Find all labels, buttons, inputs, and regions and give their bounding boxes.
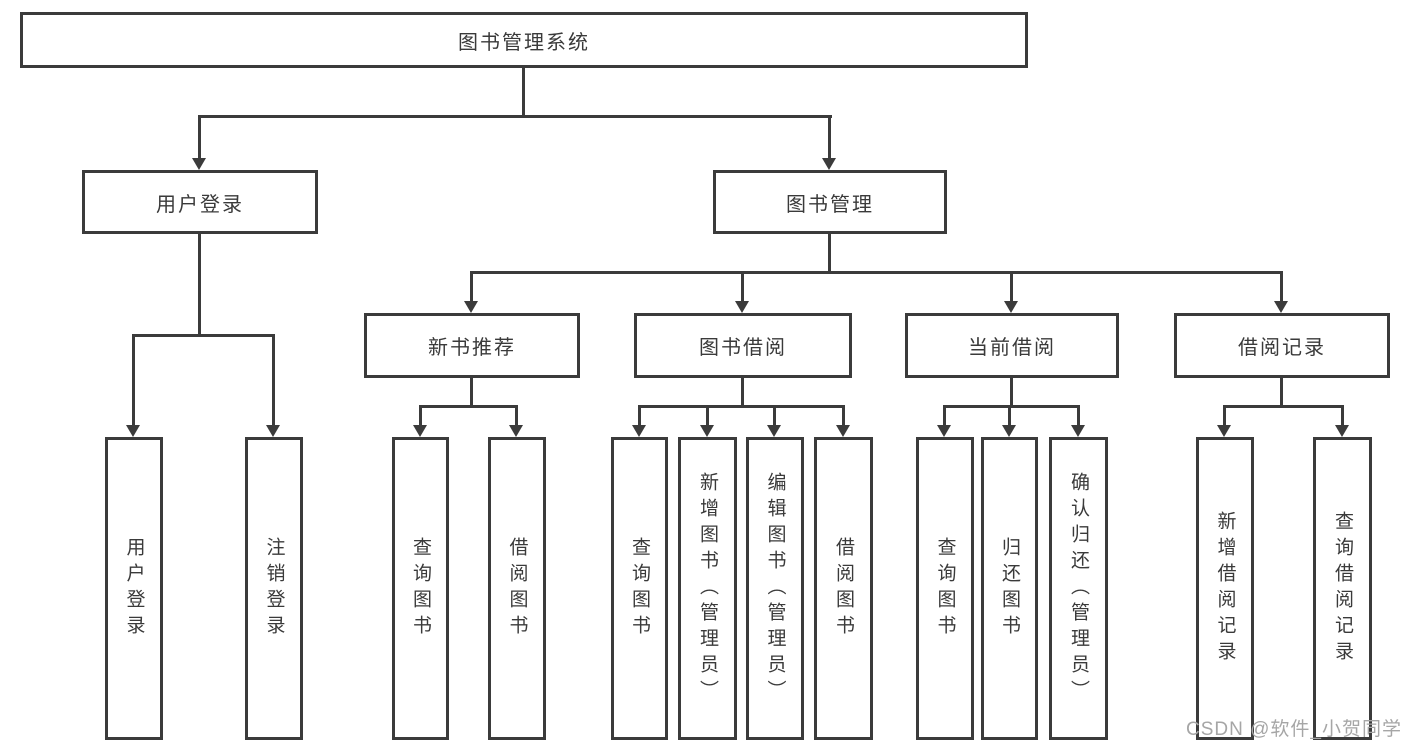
connector-drop (1223, 405, 1226, 426)
connector-drop-book-borrow (741, 271, 744, 302)
arrow-down-icon (464, 301, 478, 313)
connector-drop-borrow-records (1280, 271, 1283, 302)
leaf-current-confirm-return-admin: 确认归还（管理员） (1049, 437, 1108, 740)
connector-drop (1341, 405, 1344, 426)
leaf-borrow-edit-books-admin: 编辑图书（管理员） (746, 437, 804, 740)
connector-drop (773, 405, 776, 426)
connector-recommend-stem (470, 378, 473, 408)
leaf-borrow-borrow-books: 借阅图书 (814, 437, 873, 740)
leaf-recommend-query-books: 查询图书 (392, 437, 449, 740)
connector-user-login-stem (198, 234, 201, 337)
arrow-down-icon (1071, 425, 1085, 437)
connector-drop (419, 405, 422, 426)
connector-level2-rail (470, 271, 1283, 274)
connector-drop-book-management (828, 115, 831, 160)
arrow-down-icon (126, 425, 140, 437)
connector-drop-current-borrow (1010, 271, 1013, 302)
connector-drop (842, 405, 845, 426)
arrow-down-icon (735, 301, 749, 313)
leaf-records-add-record: 新增借阅记录 (1196, 437, 1254, 740)
leaf-current-query-books: 查询图书 (916, 437, 974, 740)
node-book-borrow: 图书借阅 (634, 313, 852, 378)
connector-drop (706, 405, 709, 426)
connector-drop (943, 405, 946, 426)
node-user-login: 用户登录 (82, 170, 318, 234)
leaf-recommend-borrow-books: 借阅图书 (488, 437, 546, 740)
connector-drop (638, 405, 641, 426)
connector-drop (1077, 405, 1080, 426)
leaf-logout-login: 注销登录 (245, 437, 303, 740)
arrow-down-icon (767, 425, 781, 437)
leaf-borrow-add-books-admin: 新增图书（管理员） (678, 437, 737, 740)
connector-user-login-rail (132, 334, 275, 337)
connector-borrow-records-stem (1280, 378, 1283, 408)
connector-root-stem (522, 68, 525, 118)
node-book-management: 图书管理 (713, 170, 947, 234)
connector-drop-new-book-recommend (470, 271, 473, 302)
connector-level1-rail (198, 115, 832, 118)
connector-drop-leaf-user-login (132, 334, 135, 426)
arrow-down-icon (1274, 301, 1288, 313)
connector-book-management-stem (828, 234, 831, 274)
arrow-down-icon (822, 158, 836, 170)
arrow-down-icon (1335, 425, 1349, 437)
leaf-records-query-record: 查询借阅记录 (1313, 437, 1372, 740)
node-borrow-records: 借阅记录 (1174, 313, 1390, 378)
arrow-down-icon (413, 425, 427, 437)
arrow-down-icon (509, 425, 523, 437)
connector-book-borrow-stem (741, 378, 744, 408)
arrow-down-icon (700, 425, 714, 437)
connector-current-borrow-rail (943, 405, 1080, 408)
connector-drop-leaf-logout (272, 334, 275, 426)
arrow-down-icon (192, 158, 206, 170)
leaf-borrow-query-books: 查询图书 (611, 437, 668, 740)
leaf-current-return-books: 归还图书 (981, 437, 1038, 740)
arrow-down-icon (1004, 301, 1018, 313)
node-root-library-management-system: 图书管理系统 (20, 12, 1028, 68)
arrow-down-icon (266, 425, 280, 437)
connector-drop (1008, 405, 1011, 426)
csdn-watermark: CSDN @软件_小贺同学 (1186, 719, 1402, 740)
arrow-down-icon (632, 425, 646, 437)
connector-borrow-records-rail (1223, 405, 1344, 408)
arrow-down-icon (1002, 425, 1016, 437)
connector-recommend-rail (419, 405, 518, 408)
arrow-down-icon (1217, 425, 1231, 437)
connector-drop (515, 405, 518, 426)
connector-current-borrow-stem (1010, 378, 1013, 408)
connector-drop-user-login (198, 115, 201, 160)
arrow-down-icon (937, 425, 951, 437)
node-new-book-recommend: 新书推荐 (364, 313, 580, 378)
leaf-user-login: 用户登录 (105, 437, 163, 740)
arrow-down-icon (836, 425, 850, 437)
connector-book-borrow-rail (638, 405, 845, 408)
node-current-borrow: 当前借阅 (905, 313, 1119, 378)
